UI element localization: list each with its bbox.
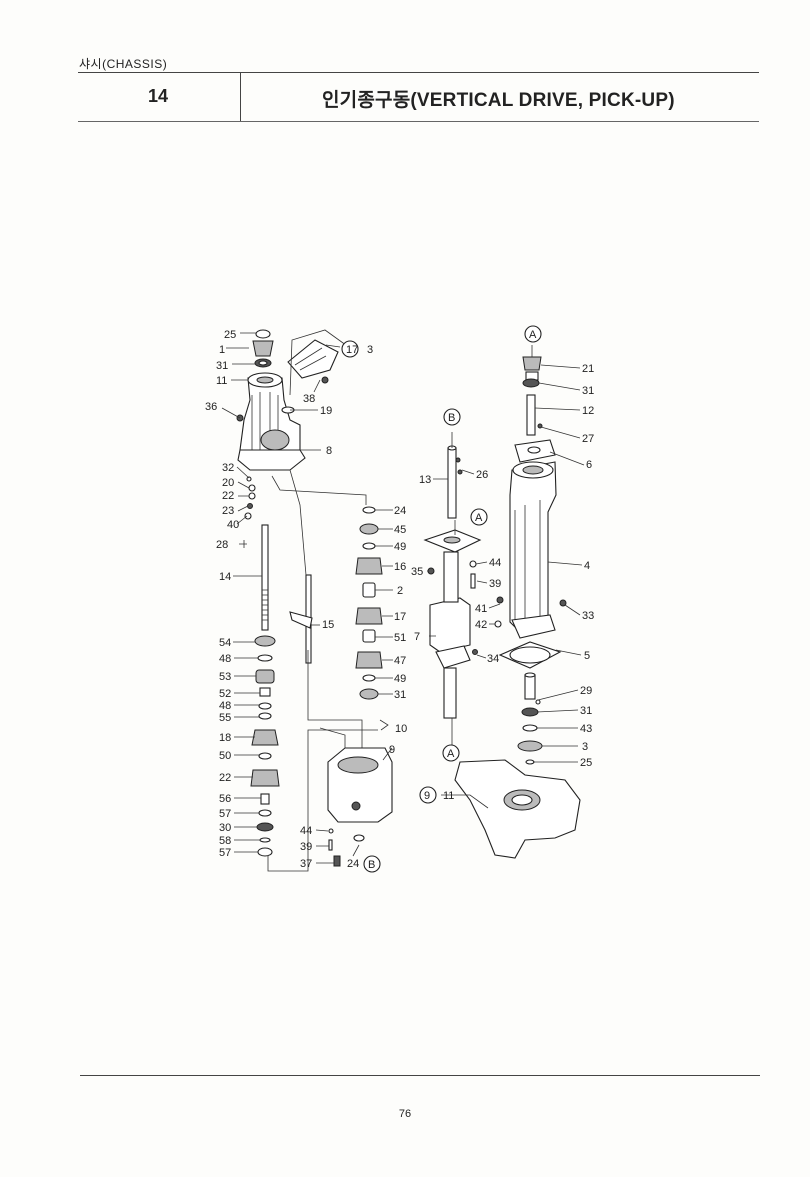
- label-20: 20: [222, 477, 234, 489]
- label-6: 6: [586, 459, 592, 471]
- label-4: 4: [584, 560, 590, 572]
- label-1: 1: [219, 344, 225, 356]
- marker-9-label: 9: [424, 790, 430, 802]
- label-25: 25: [224, 329, 236, 341]
- label-7: 7: [414, 631, 420, 643]
- footer-rule: [80, 1075, 760, 1076]
- label-8: 8: [326, 445, 332, 457]
- label-49: 49: [394, 541, 406, 553]
- label-18: 18: [219, 732, 231, 744]
- label-47: 47: [394, 655, 406, 667]
- label-43: 43: [580, 723, 592, 735]
- upper-gearbox-assembly: [236, 329, 339, 548]
- label-28: 28: [216, 539, 228, 551]
- left-shaft-stack: [250, 524, 280, 857]
- header-bottom-rule: [78, 121, 759, 122]
- marker-a-top-label: A: [529, 329, 537, 341]
- label-17: 17: [394, 611, 406, 623]
- label-21: 21: [582, 363, 594, 375]
- label-57b: 57: [219, 847, 231, 859]
- label-53: 53: [219, 671, 231, 683]
- label-48b: 48: [219, 700, 231, 712]
- label-36: 36: [205, 401, 217, 413]
- label-31: 31: [216, 360, 228, 372]
- label-39: 39: [300, 841, 312, 853]
- label-19: 19: [320, 405, 332, 417]
- label-31b: 31: [394, 689, 406, 701]
- right-assembly: [423, 345, 581, 859]
- label-31d: 31: [580, 705, 592, 717]
- label-41: 41: [475, 603, 487, 615]
- label-29: 29: [580, 685, 592, 697]
- middle-gear-stack: [355, 506, 389, 731]
- label-13: 13: [419, 474, 431, 486]
- label-40: 40: [227, 519, 239, 531]
- label-2: 2: [397, 585, 403, 597]
- label-11b: 11: [443, 790, 454, 802]
- reference-markers: [341, 325, 542, 873]
- label-15: 15: [322, 619, 334, 631]
- label-57: 57: [219, 808, 231, 820]
- label-37: 37: [300, 858, 312, 870]
- leader-lines-right: [427, 364, 585, 809]
- label-14: 14: [219, 571, 231, 583]
- marker-b-upper-label: B: [448, 412, 455, 424]
- label-22: 22: [222, 490, 234, 502]
- section-label: 샤시(CHASSIS): [79, 57, 168, 71]
- label-24b: 24: [347, 858, 359, 870]
- label-54: 54: [219, 637, 231, 649]
- label-23: 23: [222, 505, 234, 517]
- label-30: 30: [219, 822, 231, 834]
- header-separator: [240, 72, 241, 122]
- marker-b-label: B: [368, 859, 375, 871]
- page-number: 76: [398, 1108, 412, 1120]
- label-3: 3: [367, 344, 373, 356]
- label-44: 44: [300, 825, 312, 837]
- label-38: 38: [303, 393, 315, 405]
- label-34: 34: [487, 653, 499, 665]
- label-3b: 3: [582, 741, 588, 753]
- label-16: 16: [394, 561, 406, 573]
- label-45: 45: [394, 524, 406, 536]
- label-11: 11: [216, 375, 227, 387]
- label-31c: 31: [582, 385, 594, 397]
- marker-a-label: A: [475, 512, 483, 524]
- part-labels: 25 1 31 11 36 17 3 38 19 8 32 20 22 23 4…: [205, 329, 594, 871]
- marker-a-lower-label: A: [447, 748, 455, 760]
- shift-fork-assembly: [289, 574, 363, 760]
- label-27: 27: [582, 433, 594, 445]
- figure-title: 인기종구동(VERTICAL DRIVE, PICK-UP): [322, 90, 675, 111]
- label-39b: 39: [489, 578, 501, 590]
- label-35: 35: [411, 566, 423, 578]
- header-top-rule: [78, 72, 759, 73]
- label-51: 51: [394, 632, 406, 644]
- label-24: 24: [394, 505, 406, 517]
- label-22b: 22: [219, 772, 231, 784]
- label-44b: 44: [489, 557, 501, 569]
- label-26: 26: [476, 469, 488, 481]
- leader-lines-left: [221, 329, 393, 872]
- label-10: 10: [395, 723, 407, 735]
- label-32: 32: [222, 462, 234, 474]
- label-5: 5: [584, 650, 590, 662]
- label-55: 55: [219, 712, 231, 724]
- label-50: 50: [219, 750, 231, 762]
- label-25b: 25: [580, 757, 592, 769]
- label-48: 48: [219, 653, 231, 665]
- label-58: 58: [219, 835, 231, 847]
- lower-housing: [319, 727, 393, 867]
- label-56: 56: [219, 793, 231, 805]
- label-42: 42: [475, 619, 487, 631]
- figure-number: 14: [148, 86, 169, 106]
- label-12: 12: [582, 405, 594, 417]
- label-49b: 49: [394, 673, 406, 685]
- label-33: 33: [582, 610, 594, 622]
- label-52: 52: [219, 688, 231, 700]
- label-9: 9: [389, 744, 395, 756]
- label-17-circled: 17: [346, 344, 358, 356]
